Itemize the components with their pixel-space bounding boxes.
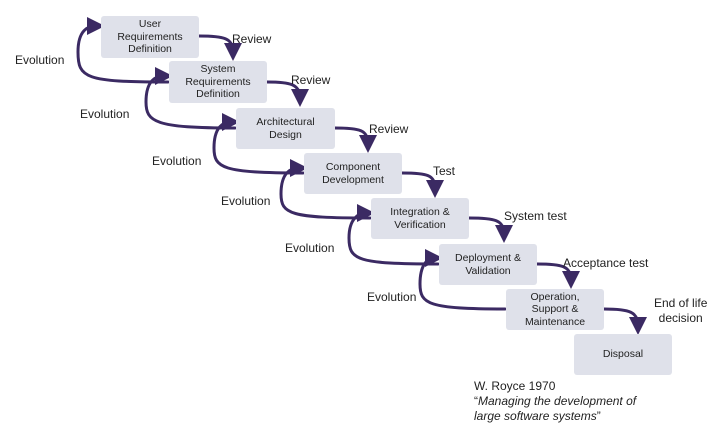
close-quote: ” [596, 409, 601, 423]
phase-disposal: Disposal [574, 334, 672, 375]
evolution-arrow-3 [212, 113, 305, 175]
citation-title-2: large software systems [474, 409, 597, 423]
system-test-label: System test [504, 209, 567, 223]
review-label-1: Review [232, 32, 272, 46]
forward-arrow-1 [197, 34, 242, 61]
forward-arrow-3 [333, 126, 377, 153]
forward-arrow-5 [467, 216, 513, 243]
evolution-label-5: Evolution [285, 241, 335, 255]
citation-title-line-1: “Managing the development of [474, 394, 636, 409]
review-label-2: Review [291, 73, 331, 87]
forward-arrow-2 [265, 80, 309, 107]
phase-architectural-design: Architectural Design [236, 108, 335, 149]
phase-integration-verification: Integration & Verification [371, 198, 469, 239]
evolution-arrow-6 [418, 249, 507, 311]
evolution-label-3: Evolution [152, 154, 202, 168]
forward-arrow-6 [535, 262, 580, 289]
evolution-arrow-5 [347, 204, 440, 266]
evolution-arrow-2 [144, 67, 237, 130]
end-of-life-label: End of life decision [654, 296, 708, 325]
forward-arrow-4 [400, 171, 444, 198]
phase-operation-support-maintenance: Operation, Support & Maintenance [506, 289, 604, 330]
test-label: Test [433, 164, 456, 178]
review-label-3: Review [369, 122, 409, 136]
evolution-label-4: Evolution [221, 194, 271, 208]
acceptance-test-label: Acceptance test [563, 256, 649, 270]
open-quote: “ [474, 394, 478, 408]
citation-author: W. Royce 1970 [474, 379, 556, 393]
citation: W. Royce 1970 “Managing the development … [474, 379, 636, 424]
evolution-label-2: Evolution [80, 107, 130, 121]
citation-title-line-2: large software systems” [474, 409, 636, 424]
evolution-arrow-1 [76, 17, 170, 84]
citation-title-1: Managing the development of [478, 394, 637, 408]
evolution-label-6: Evolution [367, 290, 417, 304]
phase-system-requirements: System Requirements Definition [169, 61, 267, 103]
phase-component-development: Component Development [304, 153, 402, 194]
forward-arrow-7 [602, 307, 647, 335]
phase-user-requirements: User Requirements Definition [101, 16, 199, 58]
evolution-label-1: Evolution [15, 53, 65, 67]
evolution-arrow-4 [279, 159, 372, 220]
phase-deployment-validation: Deployment & Validation [439, 244, 537, 285]
